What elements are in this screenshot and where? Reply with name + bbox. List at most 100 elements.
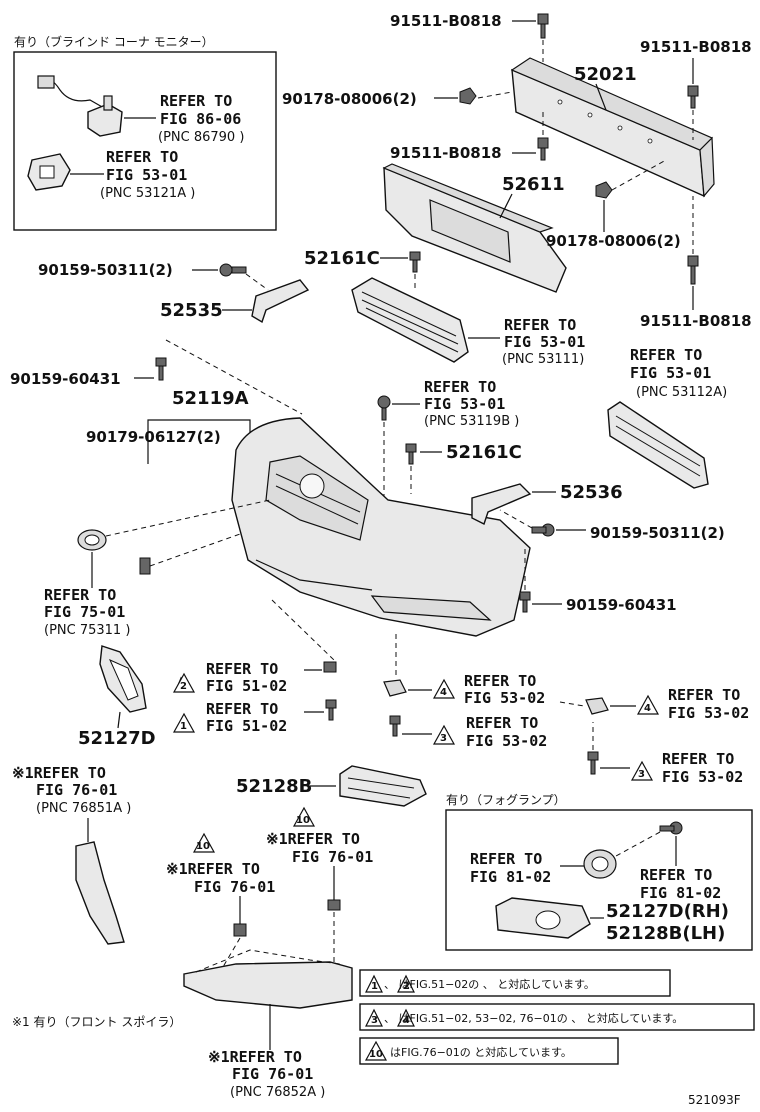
note-2: 3 4 、 はFIG.51−02, 53−02, 76−01の 、 と対応してい…: [359, 1003, 755, 1031]
ref-fog-left-fig: FIG 81-02: [470, 868, 551, 886]
clip-icon: [139, 557, 151, 575]
ref-spoiler-mid-fig: FIG 76-01: [292, 848, 373, 866]
screw-icon: [219, 263, 247, 277]
clip-icon: [323, 661, 337, 673]
svg-text:2: 2: [403, 981, 410, 992]
emblem-icon: [77, 529, 107, 551]
svg-text:3: 3: [371, 1015, 378, 1026]
ref-tri3b-fig: FIG 53-02: [662, 768, 743, 786]
label-52611: 52611: [502, 174, 565, 195]
note-3: 10 はFIG.76−01の と対応しています。: [359, 1037, 619, 1065]
svg-text:1: 1: [180, 721, 187, 732]
ref-spoiler-bottom-fig: FIG 76-01: [232, 1065, 313, 1083]
ref-tri4a-fig: FIG 53-02: [464, 689, 545, 707]
bumper-cover-52119a: [231, 417, 531, 637]
ref-emblem-clip-fig: FIG 53-01: [424, 395, 505, 413]
figure-id: 521093F: [688, 1093, 741, 1107]
fog-cover-52128b: [339, 765, 427, 807]
note-1-text: 、 はFIG.51−02の 、 と対応しています。: [384, 977, 595, 991]
clip-icon: [585, 697, 609, 715]
ref-tri3a-fig: FIG 53-02: [466, 732, 547, 750]
ref-emblem-fig: FIG 75-01: [44, 603, 125, 621]
ref-tri3a-text: REFER TO: [466, 714, 538, 732]
clip-icon: [405, 443, 417, 465]
label-52535: 52535: [160, 300, 223, 321]
label-91511-top: 91511-B0818: [390, 12, 502, 30]
inset-blind-corner-frame: [13, 51, 277, 231]
absorber-52611: [382, 163, 567, 293]
label-52536: 52536: [560, 482, 623, 503]
ref-spoiler-mid: 10 ※1REFER TO FIG 76-01: [266, 806, 373, 866]
label-90159-60431-right: 90159-60431: [566, 596, 677, 614]
ref-fig-53-01-inset-fig: FIG 53-01: [106, 166, 187, 184]
ref-tri1-text: REFER TO: [206, 700, 278, 718]
ref-emblem-text: REFER TO: [44, 586, 116, 604]
ref-grille-center-fig: FIG 53-01: [504, 333, 585, 351]
ref-tri4a-text: REFER TO: [464, 672, 536, 690]
ref-fig-86-06-fig: FIG 86-06: [160, 110, 241, 128]
label-52128b-lh: 52128B(LH): [606, 923, 725, 944]
ref-tri4a: 4 REFER TO FIG 53-02: [432, 672, 545, 707]
bolt-icon: [155, 357, 167, 381]
ref-tri4b-fig: FIG 53-02: [668, 704, 749, 722]
svg-text:2: 2: [180, 681, 187, 692]
svg-text:10: 10: [196, 841, 210, 852]
ref-grille-right-pnc: (PNC 53112A): [636, 385, 727, 400]
ref-spoiler-bottom-text: ※1REFER TO: [208, 1048, 302, 1066]
ref-tri1: 1 REFER TO FIG 51-02: [172, 700, 287, 735]
svg-text:1: 1: [371, 981, 378, 992]
emblem-clip-icon: [377, 395, 391, 421]
ref-emblem-clip-text: REFER TO: [424, 378, 496, 396]
ref-spoiler-left-clip: 10 ※1REFER TO FIG 76-01: [166, 832, 275, 896]
label-90178-right: 90178-08006(2): [546, 232, 681, 250]
svg-text:3: 3: [440, 733, 447, 744]
note-1: 1 2 、 はFIG.51−02の 、 と対応しています。: [359, 969, 671, 997]
label-91511-mid: 91511-B0818: [390, 144, 502, 162]
label-52161c-mid: 52161C: [446, 442, 522, 463]
corner-sensor-icon: [37, 75, 123, 137]
ref-tri3a: 3 REFER TO FIG 53-02: [432, 714, 547, 750]
ref-spoiler-side-pnc: (PNC 76851A ): [36, 801, 131, 816]
sensor-bracket-icon: [27, 153, 71, 191]
screw-icon: [659, 821, 683, 835]
label-52161c-top: 52161C: [304, 248, 380, 269]
bolt-icon: [687, 85, 699, 109]
bolt-icon: [389, 715, 401, 737]
ref-emblem-pnc: (PNC 75311 ): [44, 623, 130, 638]
label-90179: 90179-06127(2): [86, 428, 221, 446]
inset-fog-frame: [445, 809, 753, 951]
label-52127d-rh: 52127D(RH): [606, 901, 729, 922]
ref-tri2-fig: FIG 51-02: [206, 677, 287, 695]
inset-fog-title: 有り（フォグランプ）: [446, 793, 566, 807]
bolt-icon: [537, 137, 549, 161]
ref-spoiler-side-text: ※1REFER TO: [12, 764, 106, 782]
inset-fog-lamp: 有り（フォグランプ） REFER TO FIG 81-02 REFER TO F…: [445, 793, 753, 951]
label-91511-right-top: 91511-B0818: [640, 38, 752, 56]
inset-blind-corner-title: 有り（ブラインド コーナ モニター）: [14, 34, 214, 49]
ref-fig-53-01-inset-pnc: (PNC 53121A ): [100, 186, 195, 201]
grille-right: [607, 401, 709, 489]
inset-blind-corner-monitor: 有り（ブラインド コーナ モニター） REFER TO FIG 86-06 (P…: [13, 34, 277, 231]
label-52128b: 52128B: [236, 776, 312, 797]
label-52021: 52021: [574, 64, 637, 85]
fog-bezel-icon: [495, 897, 591, 939]
ref-tri2: 2 REFER TO FIG 51-02: [172, 660, 287, 695]
svg-text:10: 10: [296, 815, 310, 826]
ref-emblem-clip-pnc: (PNC 53119B ): [424, 414, 519, 429]
clip-icon: [383, 679, 407, 697]
front-spoiler: [183, 949, 353, 1009]
ref-fog-left-text: REFER TO: [470, 850, 542, 868]
label-90178-left: 90178-08006(2): [282, 90, 417, 108]
ref-tri4b: 4 REFER TO FIG 53-02: [636, 686, 749, 722]
reinforcement-52021: [510, 57, 715, 198]
bracket-52536: [471, 483, 532, 525]
ref-grille-right-text: REFER TO: [630, 346, 702, 364]
fog-cover-52127d: [99, 645, 147, 713]
ref-fig-86-06-pnc: (PNC 86790 ): [158, 130, 244, 145]
ref-tri3b: 3 REFER TO FIG 53-02: [630, 750, 743, 786]
ref-grille-center-pnc: (PNC 53111): [502, 352, 584, 367]
ref-fog-right-fig: FIG 81-02: [640, 884, 721, 902]
nut-icon: [459, 87, 477, 105]
ref-spoiler-side-fig: FIG 76-01: [36, 781, 117, 799]
